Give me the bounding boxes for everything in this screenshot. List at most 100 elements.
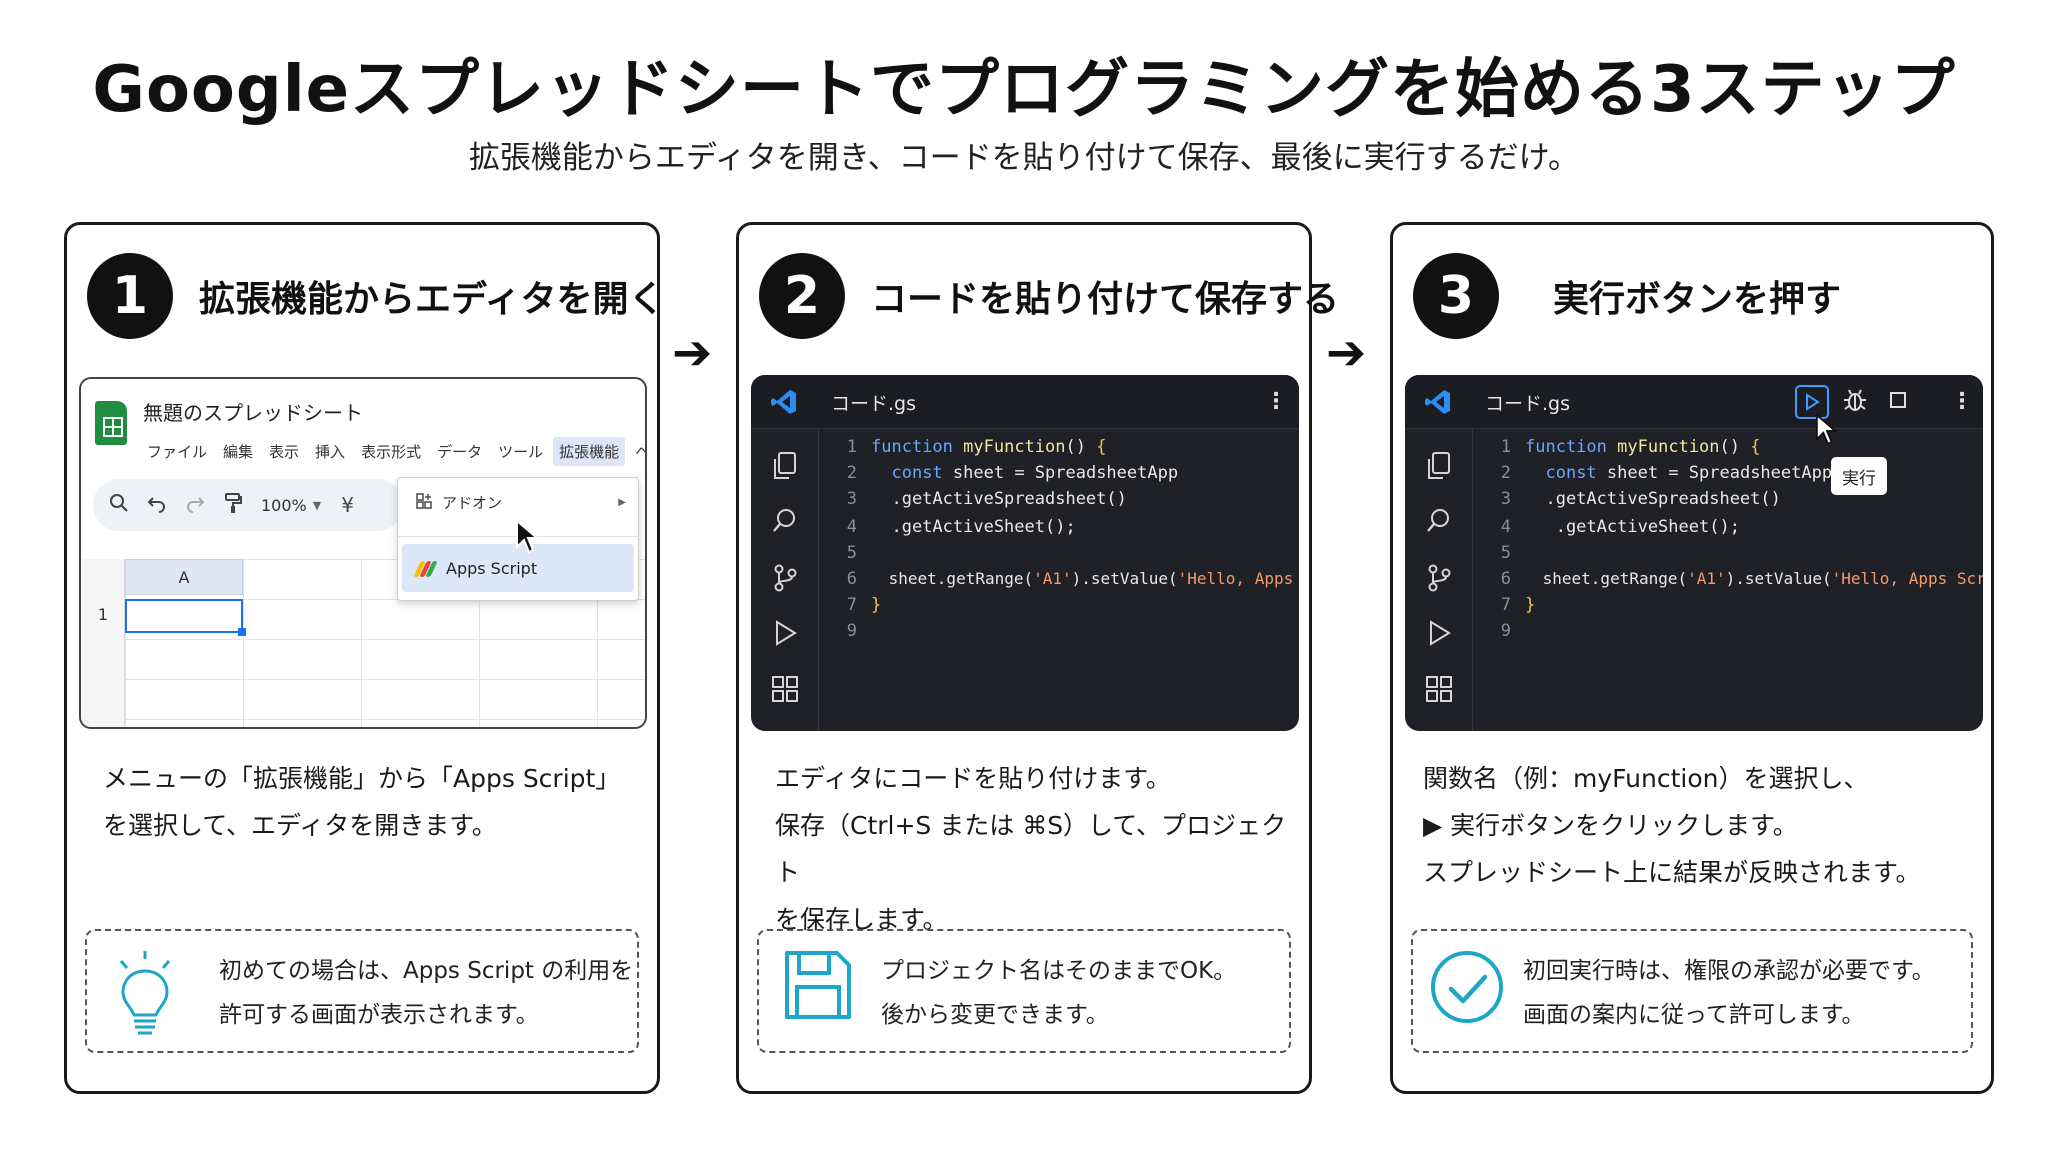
code-line: 6 sheet.getRange('A1').setValue('Hello, …	[819, 569, 1299, 601]
step-header: 3 実行ボタンを押す	[1413, 251, 1981, 341]
step-description: メニューの「拡張機能」から「Apps Script」 を選択して、エディタを開き…	[103, 755, 637, 849]
search-icon[interactable]	[1425, 507, 1455, 537]
menu-view[interactable]: 表示	[269, 443, 300, 461]
run-debug-icon[interactable]	[771, 619, 801, 649]
code-line: 4 .getActiveSheet();	[819, 517, 1299, 549]
line-number: 1	[1500, 437, 1511, 457]
menu-file[interactable]: ファイル	[147, 443, 208, 461]
tip-line: 許可する画面が表示されます。	[219, 1002, 539, 1028]
source-control-icon[interactable]	[771, 563, 801, 593]
tip-line: 後から変更できます。	[881, 1002, 1109, 1028]
code-line: 5	[819, 543, 1299, 575]
step-card-3: 3 実行ボタンを押す コード.gs ⋮	[1390, 222, 1994, 1094]
code-text: const sheet = SpreadsheetApp	[1545, 463, 1833, 483]
code-line: 3 .getActiveSpreadsheet()	[1473, 489, 1983, 521]
paint-format-icon[interactable]	[223, 492, 243, 519]
menu-data[interactable]: データ	[437, 443, 483, 461]
row-header-1[interactable]: 1	[97, 605, 109, 624]
extensions-icon[interactable]	[771, 675, 801, 705]
more-vertical-icon[interactable]: ⋮	[1951, 389, 1973, 414]
code-text: .getActiveSheet();	[871, 517, 1076, 537]
selected-cell-a1[interactable]	[125, 599, 246, 636]
floppy-disk-icon	[783, 949, 853, 1025]
code-text: }	[871, 595, 882, 615]
tip-box: 初回実行時は、権限の承認が必要です。 画面の案内に従って許可します。	[1411, 929, 1973, 1053]
description-line: 関数名（例：myFunction）を選択し、	[1423, 764, 1869, 793]
column-header-a[interactable]: A	[125, 559, 243, 595]
menu-help[interactable]: ヘルプ	[629, 437, 645, 466]
step-title: 実行ボタンを押す	[1553, 279, 1842, 320]
source-control-icon[interactable]	[1425, 563, 1455, 593]
code-text: .getActiveSheet();	[1525, 517, 1740, 537]
menu-format[interactable]: 表示形式	[361, 443, 422, 461]
menu-item-addons[interactable]: アドオン ▶	[416, 492, 626, 513]
undo-icon[interactable]	[147, 493, 167, 518]
files-icon[interactable]	[771, 451, 801, 481]
files-icon[interactable]	[1425, 451, 1455, 481]
step-title: コードを貼り付けて保存する	[871, 279, 1340, 320]
editor-filename-tab[interactable]: コード.gs	[1485, 393, 1570, 415]
editor-logo-icon	[1425, 389, 1451, 415]
search-icon[interactable]	[109, 493, 129, 518]
sheets-menu-bar: ファイル 編集 表示 挿入 表示形式 データ ツール 拡張機能 ヘルプ	[141, 437, 645, 466]
menu-extensions[interactable]: 拡張機能	[553, 437, 626, 466]
code-line: 7 }	[1473, 595, 1983, 627]
extensions-icon[interactable]	[1425, 675, 1455, 705]
more-vertical-icon[interactable]: ⋮	[1265, 389, 1287, 414]
line-number: 7	[846, 595, 857, 615]
line-number: 4	[846, 517, 857, 537]
run-button[interactable]	[1795, 385, 1829, 419]
code-text: sheet.getRange('A1').setValue('Hello, Ap…	[1533, 569, 1983, 588]
zoom-select[interactable]: 100%	[261, 495, 307, 515]
tip-line: 初回実行時は、権限の承認が必要です。	[1523, 958, 1935, 984]
line-number: 5	[846, 543, 857, 563]
description-line: ▶ 実行ボタンをクリックします。	[1423, 811, 1798, 840]
editor-title-bar: コード.gs ⋮	[751, 375, 1299, 429]
run-debug-icon[interactable]	[1425, 619, 1455, 649]
step-number-badge: 1	[87, 253, 173, 339]
check-circle-icon	[1429, 949, 1505, 1029]
menu-insert[interactable]: 挿入	[315, 443, 346, 461]
redo-icon[interactable]	[185, 493, 205, 518]
stop-square-icon[interactable]	[1889, 391, 1907, 413]
step-title: 拡張機能からエディタを開く	[199, 279, 665, 320]
code-line: 1 function myFunction() {	[819, 437, 1299, 469]
editor-toolbar	[1795, 385, 1907, 419]
menu-item-apps-script-label: Apps Script	[446, 558, 538, 578]
debug-bug-icon[interactable]	[1843, 387, 1867, 417]
code-text: }	[1525, 595, 1536, 615]
tip-text: 初回実行時は、権限の承認が必要です。 画面の案内に従って許可します。	[1523, 949, 1935, 1037]
currency-format-button[interactable]: ¥	[341, 493, 354, 517]
search-icon[interactable]	[771, 507, 801, 537]
menu-item-apps-script[interactable]: Apps Script	[402, 544, 634, 592]
code-editor-window: コード.gs ⋮	[1405, 375, 1983, 731]
chevron-down-icon: ▼	[312, 498, 322, 512]
addons-icon	[416, 492, 432, 513]
description-line: を選択して、エディタを開きます。	[103, 811, 497, 840]
lightbulb-icon	[113, 951, 177, 1051]
menu-edit[interactable]: 編集	[223, 443, 254, 461]
run-tooltip: 実行	[1831, 457, 1887, 495]
line-number: 1	[846, 437, 857, 457]
line-number: 6	[846, 569, 857, 589]
editor-filename-tab[interactable]: コード.gs	[831, 393, 916, 415]
code-text: function myFunction() {	[871, 437, 1107, 457]
line-number: 5	[1500, 543, 1511, 563]
row-header-column	[81, 559, 125, 727]
document-title[interactable]: 無題のスプレッドシート	[143, 401, 363, 425]
description-line: メニューの「拡張機能」から「Apps Script」	[103, 764, 621, 793]
submenu-arrow-icon: ▶	[618, 497, 626, 508]
menu-tools[interactable]: ツール	[498, 443, 544, 461]
code-line: 5	[1473, 543, 1983, 575]
apps-script-logo-icon	[413, 559, 438, 577]
code-line: 9	[819, 621, 1299, 653]
next-step-arrow-icon: ➔	[1326, 325, 1367, 381]
code-text: function myFunction() {	[1525, 437, 1761, 457]
code-text: sheet.getRange('A1').setValue('Hello, Ap…	[879, 569, 1294, 588]
tip-line: プロジェクト名はそのままでOK。	[881, 958, 1237, 984]
code-text: .getActiveSpreadsheet()	[871, 489, 1127, 509]
line-number: 9	[846, 621, 857, 641]
description-line: スプレッドシート上に結果が反映されます。	[1423, 858, 1921, 887]
code-editor-window: コード.gs ⋮ 1 function myFunction() {	[751, 375, 1299, 731]
line-number: 3	[1500, 489, 1511, 509]
